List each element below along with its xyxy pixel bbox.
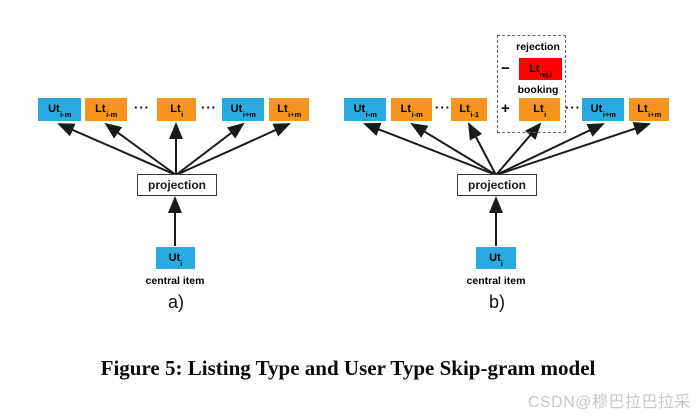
context-box-ut-i-minus-m-b: Uti-m bbox=[344, 98, 386, 121]
box-subscript: i-1 bbox=[470, 110, 480, 120]
box-subscript: i-m bbox=[411, 110, 423, 120]
plus-sign: + bbox=[501, 100, 510, 117]
booking-label: booking bbox=[517, 84, 559, 96]
central-box-ut-i-b: Uti bbox=[476, 247, 516, 269]
box-subscript: i+m bbox=[602, 110, 616, 120]
box-label: Ut bbox=[230, 103, 243, 115]
context-box-ut-i-minus-m: Uti-m bbox=[38, 98, 81, 121]
minus-sign: − bbox=[501, 60, 510, 77]
watermark: CSDN@穆巴拉巴拉采 bbox=[527, 394, 691, 411]
booking-rejection-dashed-box bbox=[497, 35, 566, 133]
panel-label-a: a) bbox=[167, 292, 184, 312]
figure-caption: Figure 5: Listing Type and User Type Ski… bbox=[100, 356, 596, 380]
context-box-lt-i: Lti bbox=[157, 98, 196, 121]
box-label: Lt bbox=[459, 103, 470, 115]
box-subscript: i-m bbox=[106, 110, 118, 120]
box-label: Lt bbox=[170, 103, 181, 115]
projection-box-b: projection bbox=[457, 174, 537, 196]
rejection-box-lt-rej-i: Ltrej,i bbox=[519, 58, 562, 80]
box-label: Ut bbox=[353, 103, 366, 115]
box-label: Ut bbox=[48, 103, 60, 115]
box-label: Lt bbox=[529, 63, 540, 75]
box-subscript: i+m bbox=[648, 110, 662, 120]
central-item-label-b: central item bbox=[466, 275, 526, 287]
box-subscript: i bbox=[180, 259, 183, 269]
box-subscript: i-m bbox=[60, 110, 72, 120]
context-box-ut-i-plus-m-b: Uti+m bbox=[582, 98, 624, 121]
context-box-ut-i-plus-m: Uti+m bbox=[222, 98, 264, 121]
box-label: Lt bbox=[533, 103, 544, 115]
context-box-lt-i-minus-1: Lti-1 bbox=[451, 98, 487, 121]
box-label: Lt bbox=[637, 103, 648, 115]
box-subscript: rej,i bbox=[539, 72, 552, 80]
context-box-lt-i-minus-m-b: Lti-m bbox=[391, 98, 432, 121]
box-label: Lt bbox=[277, 103, 288, 115]
box-subscript: i bbox=[544, 110, 547, 120]
box-subscript: i bbox=[181, 110, 184, 120]
projection-box-a: projection bbox=[137, 174, 217, 196]
box-label: Lt bbox=[95, 103, 106, 115]
box-label: Ut bbox=[590, 103, 603, 115]
panel-label-b: b) bbox=[488, 292, 505, 312]
rejection-label: rejection bbox=[516, 41, 560, 53]
context-box-lt-i-minus-m: Lti-m bbox=[85, 98, 127, 121]
context-box-lt-i-b: Lti bbox=[519, 98, 560, 121]
ellipsis: ··· bbox=[565, 100, 581, 115]
ellipsis: ··· bbox=[134, 100, 150, 115]
box-subscript: i+m bbox=[242, 110, 256, 120]
box-subscript: i+m bbox=[288, 110, 302, 120]
context-box-lt-i-plus-m: Lti+m bbox=[269, 98, 309, 121]
context-box-lt-i-plus-m-b: Lti+m bbox=[629, 98, 669, 121]
ellipsis: ··· bbox=[201, 100, 217, 115]
ellipsis: ··· bbox=[435, 100, 451, 115]
box-label: Lt bbox=[400, 103, 412, 115]
box-subscript: i-m bbox=[365, 110, 377, 120]
box-label: Ut bbox=[489, 252, 501, 264]
box-subscript: i bbox=[500, 259, 503, 269]
central-box-ut-i-a: Uti bbox=[156, 247, 195, 269]
central-item-label-a: central item bbox=[145, 275, 205, 287]
box-label: Ut bbox=[168, 252, 181, 264]
